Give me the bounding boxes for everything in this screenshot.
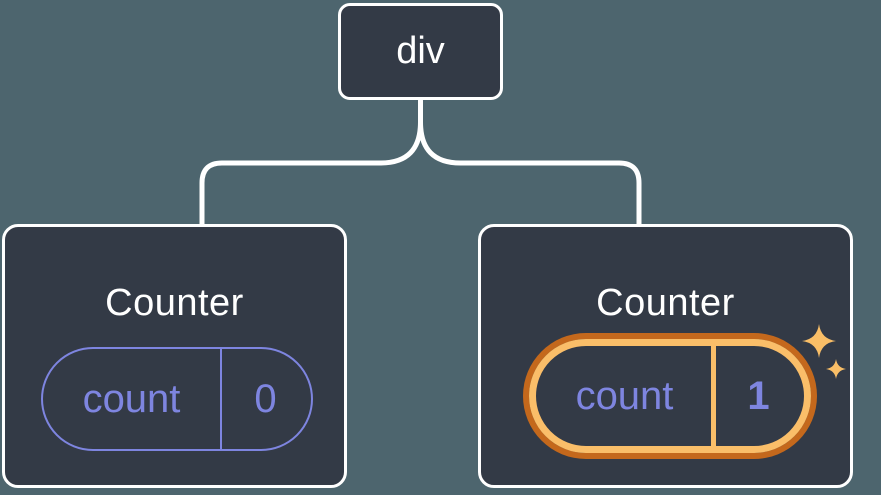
state-key-section: count [536, 346, 713, 446]
state-value-section: 0 [220, 349, 311, 449]
component-card-counter-right: Counter count 1 [478, 224, 853, 488]
state-key-label: count [82, 376, 181, 421]
connector-path-right [418, 98, 642, 229]
sparkle-large [802, 324, 836, 358]
state-key-section: count [43, 349, 220, 449]
root-node-label: div [396, 30, 445, 72]
state-value-section: 1 [713, 346, 804, 446]
state-key-label: count [575, 373, 674, 418]
root-node: div [338, 3, 503, 100]
state-pill-highlighted: count 1 [529, 339, 811, 453]
state-pill: count 0 [41, 347, 313, 451]
component-title: Counter [105, 281, 244, 324]
component-title: Counter [596, 281, 735, 324]
state-value: 1 [747, 373, 770, 418]
sparkle-small [826, 359, 846, 379]
connector-path-left [199, 98, 423, 229]
state-value: 0 [254, 376, 277, 421]
sparkles-icon [802, 324, 846, 379]
state-divider [711, 346, 716, 446]
component-card-counter-left: Counter count 0 [2, 224, 347, 488]
state-divider [220, 349, 222, 449]
